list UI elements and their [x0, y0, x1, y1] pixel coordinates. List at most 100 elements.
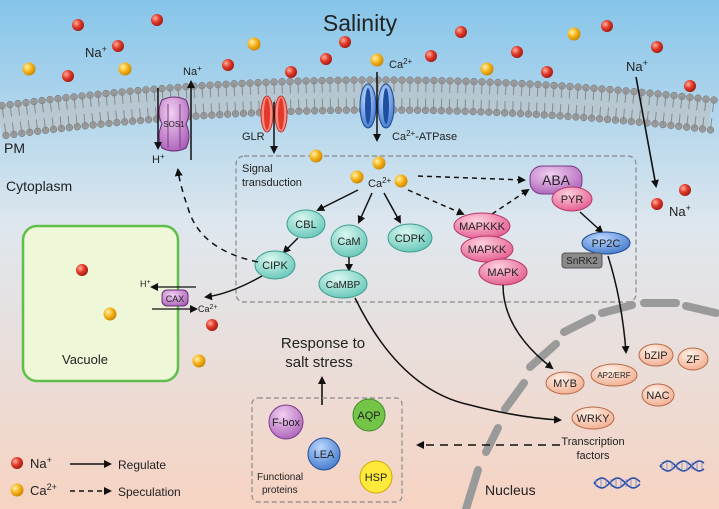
ion-na	[62, 70, 74, 82]
lipid-tail	[107, 111, 110, 124]
arrow-ca-cbl	[316, 189, 359, 211]
lipid-tail	[225, 84, 228, 97]
lipid-tail	[575, 104, 578, 118]
lipid-tail	[1, 105, 5, 118]
lipid-tail	[648, 93, 651, 106]
lipid-tail	[614, 108, 617, 121]
legend-na-label: Na+	[30, 455, 52, 471]
lipid-tail	[41, 100, 44, 113]
zf-node: ZF	[677, 347, 709, 371]
ion-na	[112, 40, 124, 52]
tf-label-line2: factors	[576, 450, 610, 462]
lipid-tail	[504, 100, 506, 113]
cdpk-node: CDPK	[387, 223, 433, 253]
mapkk-node: MAPKK	[460, 235, 514, 263]
cbl-label: CBL	[295, 219, 316, 231]
functional-proteins-box	[251, 397, 403, 503]
lipid-tail	[599, 106, 602, 119]
response-line2: salt stress	[285, 354, 353, 371]
signal-transduction-box	[235, 155, 637, 303]
myb-node: MYB	[545, 371, 585, 395]
ion-ca	[309, 149, 323, 163]
ion-ca	[192, 354, 206, 368]
lipid-tail	[65, 97, 68, 110]
aqp-label: AQP	[357, 410, 380, 422]
na-label: Na+	[183, 64, 202, 78]
pm-label: PM	[4, 140, 25, 156]
lipid-tail	[43, 118, 47, 131]
ion-na	[541, 66, 553, 78]
signal-label-line2: transduction	[242, 177, 302, 189]
h-label: H+	[152, 152, 165, 166]
ap2erf-node: AP2/ERF	[590, 363, 638, 387]
lipid-tail	[153, 89, 156, 102]
lipid-tail	[670, 113, 673, 126]
lipid-tail	[217, 84, 220, 97]
lipid-tail	[210, 103, 213, 116]
lipid-tail	[560, 85, 563, 98]
lipid-tail	[121, 91, 124, 104]
lipid-tail	[91, 112, 94, 126]
lipid-tail	[218, 102, 221, 115]
wrky-node: WRKY	[571, 406, 615, 430]
aqp-node: AQP	[352, 398, 386, 432]
lipid-tail	[185, 86, 188, 99]
lipid-tail	[672, 95, 675, 108]
lipid-tail	[257, 82, 260, 95]
arrow-cipk-sos1	[174, 168, 259, 263]
lipid-tail	[694, 116, 697, 129]
nuclear-envelope-segment	[526, 340, 560, 371]
nac-node: NAC	[641, 383, 675, 407]
lipid-tail	[712, 100, 715, 113]
lipid-tail	[624, 90, 627, 103]
cipk-node: CIPK	[254, 250, 296, 280]
lipid-tail	[592, 88, 595, 101]
ca-hub-label: Ca2+	[368, 176, 392, 190]
aba-label: ABA	[542, 172, 571, 188]
lipid-tail	[607, 107, 610, 120]
nuclear-envelope	[462, 299, 719, 509]
lipid-tail	[49, 99, 52, 112]
lipid-tail	[17, 103, 21, 116]
lipid-tail	[83, 113, 86, 126]
lipid-tail	[543, 102, 546, 115]
lipid-tail	[600, 88, 603, 101]
lipid-tail	[496, 82, 499, 95]
pyr-node: PYR	[551, 186, 593, 212]
response-line1: Response to	[281, 335, 365, 352]
lipid-tail	[662, 112, 665, 125]
lipid-tail	[535, 102, 538, 115]
nuclear-envelope-segment	[482, 424, 502, 456]
ion-ca	[247, 37, 261, 51]
lipid-tail	[258, 100, 260, 113]
lipid-tail	[123, 109, 126, 122]
sos1-transporter: SOS1	[158, 96, 190, 152]
nuclear-envelope-segment	[598, 301, 636, 317]
legend-speculation-label: Speculation	[118, 485, 181, 499]
ion-na	[511, 46, 523, 58]
cipk-label: CIPK	[262, 260, 288, 272]
lipid-tail	[233, 83, 236, 96]
lipid-tail	[688, 97, 691, 110]
lipid-tail	[584, 87, 587, 100]
ion-na	[601, 20, 613, 32]
mapk-label: MAPK	[487, 267, 519, 279]
ion-ca	[350, 170, 364, 184]
lipid-tail	[709, 117, 713, 130]
ion-ca	[103, 307, 117, 321]
functional-label-line2: proteins	[262, 485, 298, 496]
lipid-tail	[632, 91, 635, 104]
na-label: Na+	[669, 203, 691, 219]
cax-ca-label: Ca2+	[198, 304, 218, 314]
lipid-tail	[145, 89, 148, 102]
lipid-tail	[527, 101, 530, 115]
bzip-label: bZIP	[644, 350, 667, 362]
lipid-tail	[19, 121, 23, 134]
lipid-tail	[11, 122, 15, 135]
legend-regulate-label: Regulate	[118, 458, 166, 472]
lipid-tail	[638, 110, 641, 123]
lipid-tail	[201, 85, 204, 98]
lipid-tail	[567, 104, 570, 117]
hsp-node: HSP	[359, 460, 393, 494]
mapkk-label: MAPKK	[468, 244, 507, 256]
